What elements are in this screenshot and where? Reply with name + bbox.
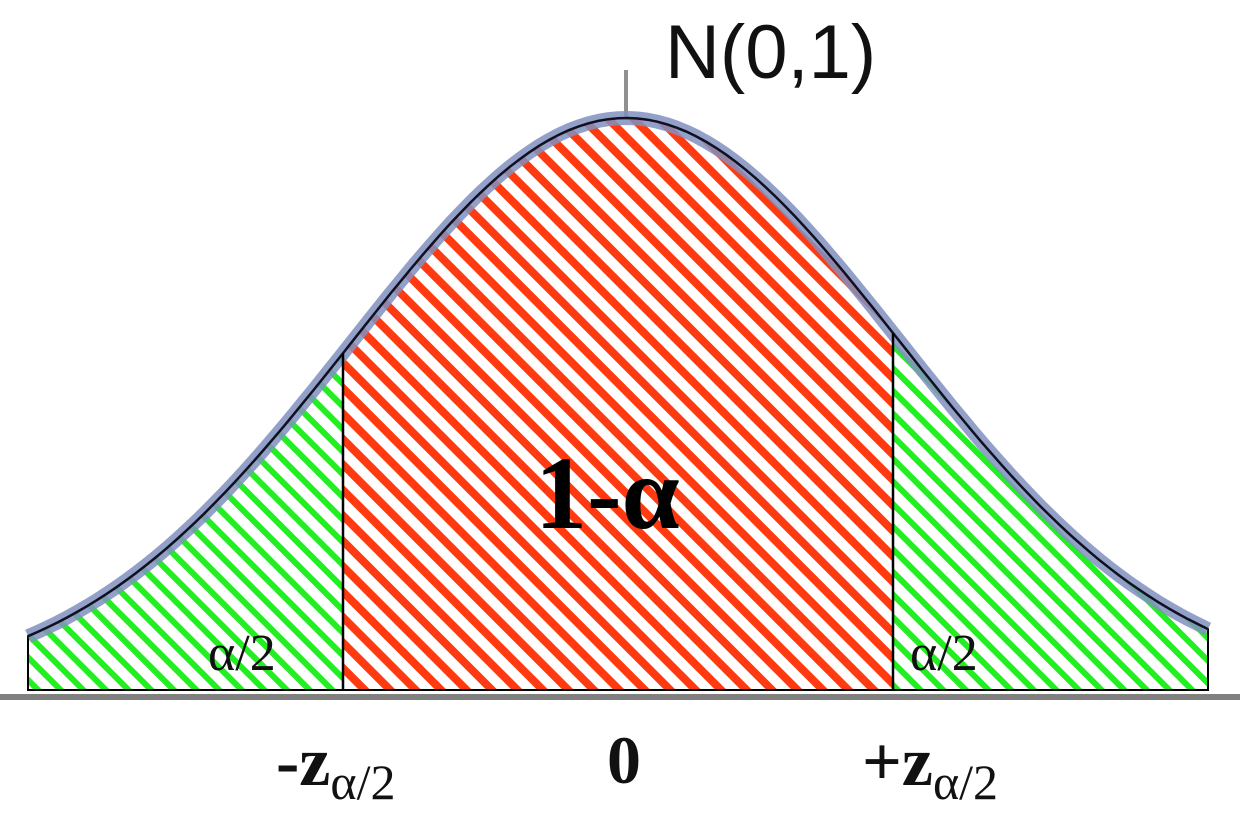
left-critical-label: -zα/2 bbox=[276, 724, 395, 810]
density-curve bbox=[27, 116, 1209, 638]
right-critical-prefix: +z bbox=[862, 724, 933, 801]
right-tail-label: α/2 bbox=[910, 625, 978, 682]
left-critical-prefix: -z bbox=[276, 724, 330, 801]
center-tick-label: 0 bbox=[607, 722, 641, 798]
distribution-label: N(0,1) bbox=[665, 10, 876, 95]
right-critical-label: +zα/2 bbox=[862, 724, 998, 810]
left-tail-label: α/2 bbox=[208, 625, 276, 682]
center-region bbox=[342, 117, 894, 691]
right-critical-subscript: α/2 bbox=[933, 754, 998, 810]
center-region-label: 1-α bbox=[535, 436, 680, 551]
left-critical-subscript: α/2 bbox=[330, 754, 395, 810]
